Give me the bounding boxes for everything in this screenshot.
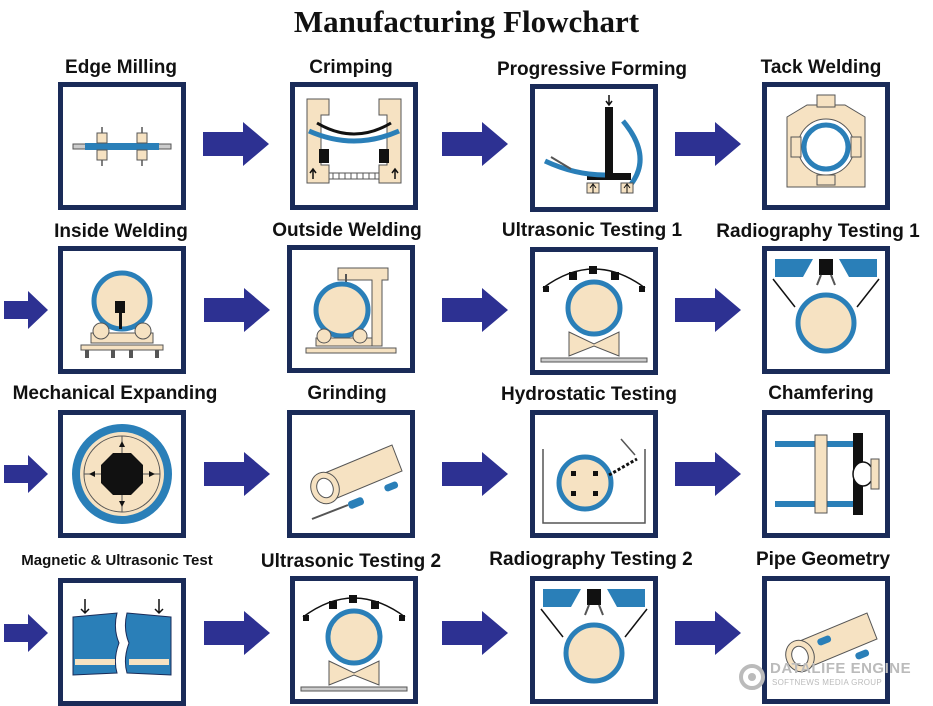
step-pipe-geometry [762,576,890,704]
step-label-grinding: Grinding [307,383,387,404]
step-tack-welding [762,82,890,210]
step-grinding [287,410,415,538]
magnetic-ultrasonic-test-icon [72,599,172,676]
step-label-ultrasonic-testing-2: Ultrasonic Testing 2 [260,551,442,572]
step-label-edge-milling: Edge Milling [65,57,177,78]
step-label-crimping: Crimping [309,57,393,78]
step-progressive-forming [530,84,658,212]
step-label-radiography-testing-1: Radiography Testing 1 [716,221,920,242]
crimping-icon [306,98,402,184]
step-label-pipe-geometry: Pipe Geometry [755,549,891,570]
watermark-subtext: SOFTNEWS MEDIA GROUP [772,678,883,687]
arrow-right-icon [442,122,508,166]
edge-milling-icon [72,127,172,166]
arrow-right-icon [203,122,269,166]
step-chamfering [762,410,890,538]
step-mechanical-expanding [58,410,186,538]
step-hydrostatic-testing [530,410,658,538]
step-label-chamfering: Chamfering [768,383,874,404]
step-ultrasonic-testing-2 [290,576,418,704]
arrow-right-icon [204,288,270,332]
step-radiography-testing-2 [530,576,658,704]
ultrasonic-testing-icon [540,266,648,363]
step-label-mechanical-expanding: Mechanical Expanding [12,383,218,404]
watermark-text: DATALIFE ENGINE [770,660,912,677]
watermark-logo-icon [739,664,765,690]
chamfering-icon [775,433,880,515]
step-crimping [290,82,418,210]
arrow-right-icon [4,291,48,329]
outside-welding-icon [305,267,397,354]
step-outside-welding [287,245,415,373]
step-label-outside-welding: Outside Welding [272,220,422,241]
tack-welding-icon [786,94,866,188]
progressive-forming-icon [543,95,643,194]
arrow-right-icon [204,611,270,655]
step-magnetic-ultrasonic-test [58,578,186,706]
radiography-testing-icon [540,589,648,684]
step-label-tack-welding: Tack Welding [760,57,882,78]
step-radiography-testing-1 [762,246,890,374]
watermark: DATALIFE ENGINE SOFTNEWS MEDIA GROUP [738,660,923,694]
arrow-right-icon [675,122,741,166]
inside-welding-icon [80,270,164,358]
step-inside-welding [58,246,186,374]
arrow-right-icon [675,452,741,496]
arrow-right-icon [204,452,270,496]
arrow-right-icon [4,455,48,493]
step-label-inside-welding: Inside Welding [54,221,188,242]
step-label-radiography-testing-2: Radiography Testing 2 [489,549,693,570]
step-ultrasonic-testing-1 [530,247,658,375]
arrow-right-icon [442,452,508,496]
arrow-right-icon [675,611,741,655]
arrow-right-icon [675,288,741,332]
hydrostatic-testing-icon [542,438,646,524]
arrow-right-icon [442,288,508,332]
step-label-progressive-forming: Progressive Forming [496,59,688,80]
step-label-ultrasonic-testing-1: Ultrasonic Testing 1 [501,220,683,241]
radiography-testing-icon [772,259,880,354]
step-label-hydrostatic-testing: Hydrostatic Testing [501,384,677,405]
step-edge-milling [58,82,186,210]
ultrasonic-testing-icon [300,595,408,692]
arrow-right-icon [442,611,508,655]
mechanical-expanding-icon [72,424,172,524]
step-label-magnetic-ultrasonic-test: Magnetic & Ultrasonic Test [21,552,213,569]
arrow-right-icon [4,614,48,652]
pipe-geometry-icon [785,612,878,673]
page-title: Manufacturing Flowchart [293,4,640,39]
grinding-icon [310,444,403,520]
